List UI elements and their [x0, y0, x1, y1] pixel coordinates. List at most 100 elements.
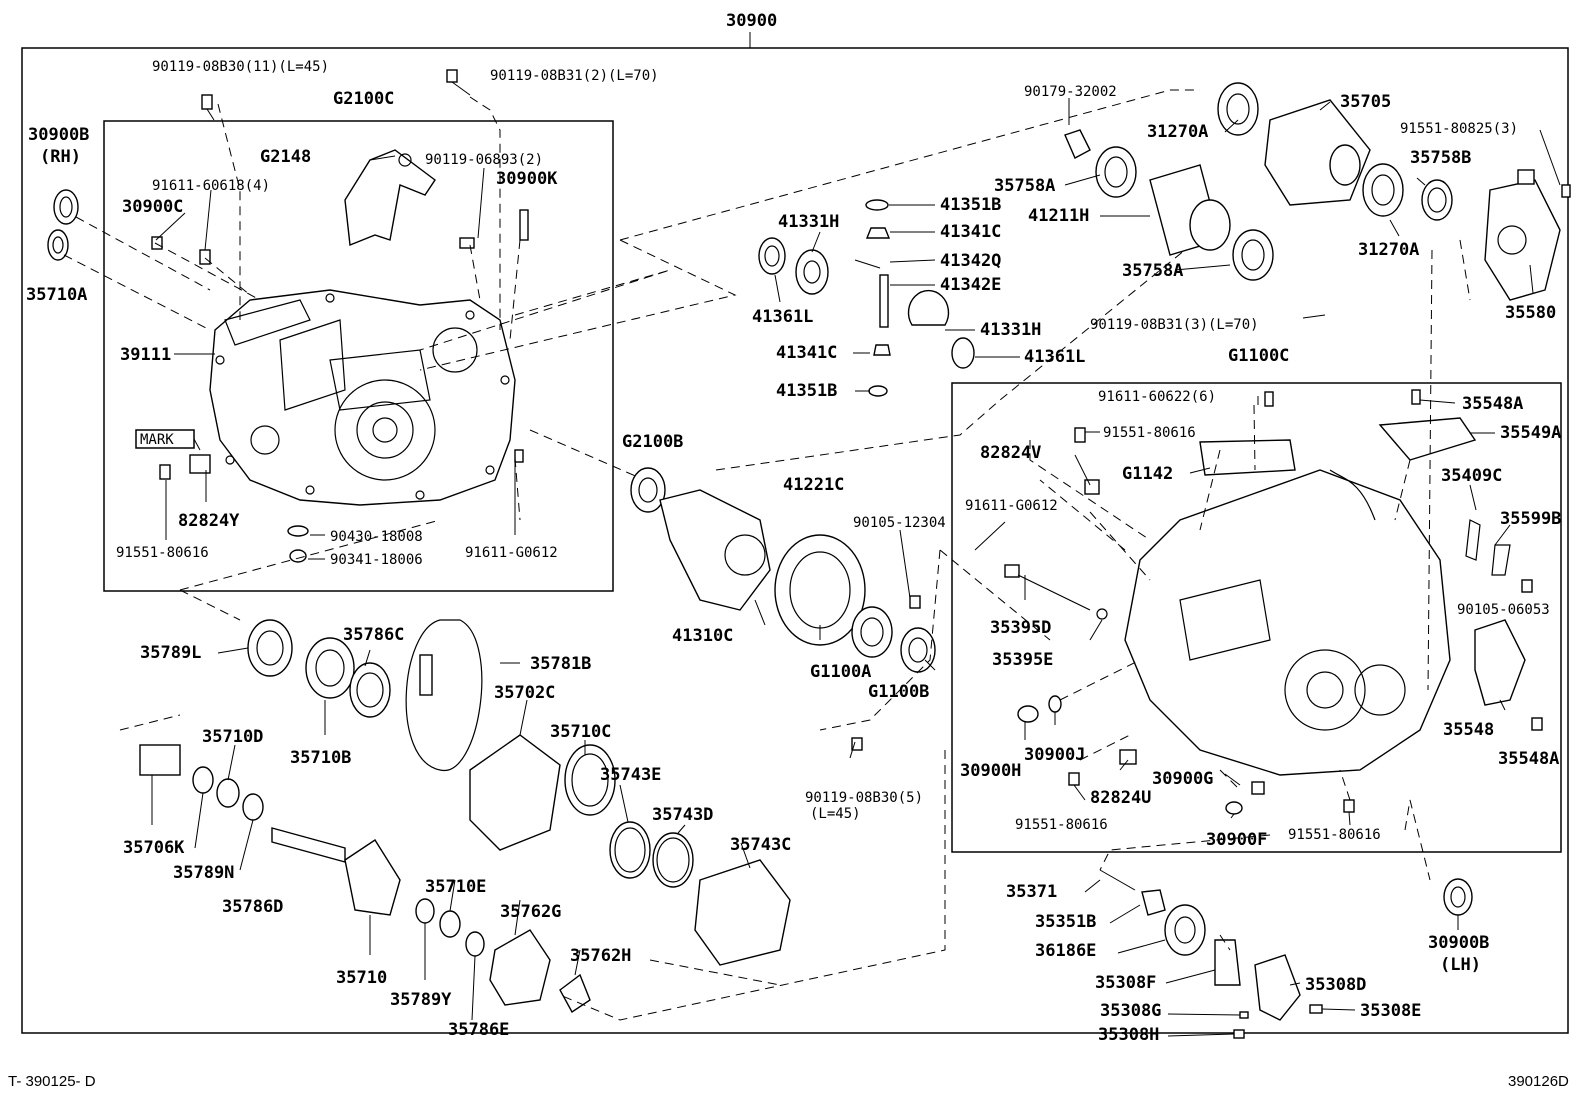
part-label: 90119-08B31(3)(L=70) [1090, 317, 1259, 333]
part-label: 90179-32002 [1024, 84, 1117, 100]
part-label: 35710B [290, 748, 351, 768]
part-label: G1100B [868, 682, 929, 702]
part-label: 35308G [1100, 1001, 1161, 1021]
part-label: 30900F [1206, 830, 1267, 850]
part-label: 35781B [530, 654, 591, 674]
part-label: 35308F [1095, 973, 1156, 993]
differential-parts [758, 199, 975, 397]
part-label: 41361L [752, 307, 813, 327]
part-label: G1142 [1122, 464, 1173, 484]
part-label: G1100A [810, 662, 871, 682]
part-label: 35710A [26, 285, 87, 305]
part-label: 90105-12304 [853, 515, 946, 531]
part-labels: 30900 90119-08B30(11)(L=45) 90119-08B31(… [26, 11, 1561, 1045]
part-label: 35789N [173, 863, 234, 883]
part-label: 30900B [1428, 933, 1489, 953]
part-label: 41310C [672, 626, 733, 646]
part-label: 91611-G0612 [965, 498, 1058, 514]
left-housing-frame [103, 120, 614, 592]
part-label: 91551-80616 [1103, 425, 1196, 441]
part-label: 91551-80616 [116, 545, 209, 561]
differential-case [630, 467, 936, 751]
part-label: 35705 [1340, 92, 1391, 112]
part-label: 35395D [990, 618, 1051, 638]
part-label: 35409C [1441, 466, 1502, 486]
part-label: 35758B [1410, 148, 1471, 168]
part-label: 35786E [448, 1020, 509, 1040]
part-label: (RH) [40, 147, 81, 167]
part-label: 35758A [1122, 261, 1183, 281]
gear-set-top [1064, 82, 1453, 281]
part-label: 39111 [120, 345, 171, 365]
part-label: 30900H [960, 761, 1021, 781]
footer-right-code: 390126D [1508, 1073, 1569, 1090]
part-label: 91551-80616 [1015, 817, 1108, 833]
part-label: 35786C [343, 625, 404, 645]
right-housing-frame [951, 382, 1562, 853]
part-label: G2100B [622, 432, 683, 452]
part-label: 90119-08B30(11)(L=45) [152, 59, 329, 75]
part-label: 35308D [1305, 975, 1366, 995]
part-label: 35599B [1500, 509, 1561, 529]
part-label: 82824V [980, 443, 1041, 463]
part-label: 30900K [496, 169, 558, 189]
part-label: 41331H [778, 212, 839, 232]
leader-lines [151, 98, 1561, 1037]
part-label: 82824U [1090, 788, 1151, 808]
part-label: 30900 [726, 11, 777, 31]
part-label: 35743E [600, 765, 661, 785]
part-label: 35706K [123, 838, 185, 858]
part-label: 35580 [1505, 303, 1556, 323]
sensor-g2148 [344, 149, 436, 246]
part-label: 35548A [1498, 749, 1559, 769]
part-label: 91611-60618(4) [152, 178, 270, 194]
part-label: 41221C [783, 475, 844, 495]
left-small-parts [47, 69, 529, 563]
part-label: 35743C [730, 835, 791, 855]
part-label: G1100C [1228, 346, 1289, 366]
footer-left-code: T- 390125- D [8, 1073, 96, 1090]
part-label: 90119-08B31(2)(L=70) [490, 68, 659, 84]
outer-frame [21, 47, 1569, 1034]
planetary-gear-parts [139, 619, 791, 1014]
part-label: 90430-18008 [330, 529, 423, 545]
part-label: (LH) [1440, 955, 1481, 975]
transaxle-housing-right [1004, 389, 1543, 815]
part-label: 91551-80616 [1288, 827, 1381, 843]
part-label: 35548A [1462, 394, 1523, 414]
part-label: 35308H [1098, 1025, 1159, 1045]
part-label: 41342Q [940, 251, 1001, 271]
part-label: 91551-80825(3) [1400, 121, 1518, 137]
part-label: 35789Y [390, 990, 452, 1010]
part-label: 30900C [122, 197, 183, 217]
part-label: 31270A [1358, 240, 1419, 260]
part-label: 35710E [425, 877, 486, 897]
part-label: 36186E [1035, 941, 1096, 961]
part-label: 35549A [1500, 423, 1561, 443]
part-label: 90119-06893(2) [425, 152, 543, 168]
part-label: 90341-18006 [330, 552, 423, 568]
part-label: 91611-G0612 [465, 545, 558, 561]
part-label: 35789L [140, 643, 201, 663]
part-label: 35710D [202, 727, 263, 747]
part-label: 35308E [1360, 1001, 1421, 1021]
part-label: 31270A [1147, 122, 1208, 142]
part-label: 30900J [1024, 745, 1085, 765]
part-label: 35371 [1006, 882, 1057, 902]
part-label: 82824Y [178, 511, 240, 531]
pump-35580 [1484, 169, 1571, 301]
part-label: 35702C [494, 683, 555, 703]
part-label: 41351B [776, 381, 837, 401]
part-label: 30900G [1152, 769, 1213, 789]
part-label: 90119-08B30(5) [805, 790, 923, 806]
part-label: (L=45) [810, 806, 861, 822]
part-label: 35548 [1443, 720, 1494, 740]
part-label: 41331H [980, 320, 1041, 340]
oil-pump-parts [1099, 869, 1473, 1039]
part-label: 91611-60622(6) [1098, 389, 1216, 405]
assembly-lines [63, 89, 1471, 1021]
part-label: 35395E [992, 650, 1053, 670]
part-label: 41341C [940, 222, 1001, 242]
part-label: 30900B [28, 125, 89, 145]
